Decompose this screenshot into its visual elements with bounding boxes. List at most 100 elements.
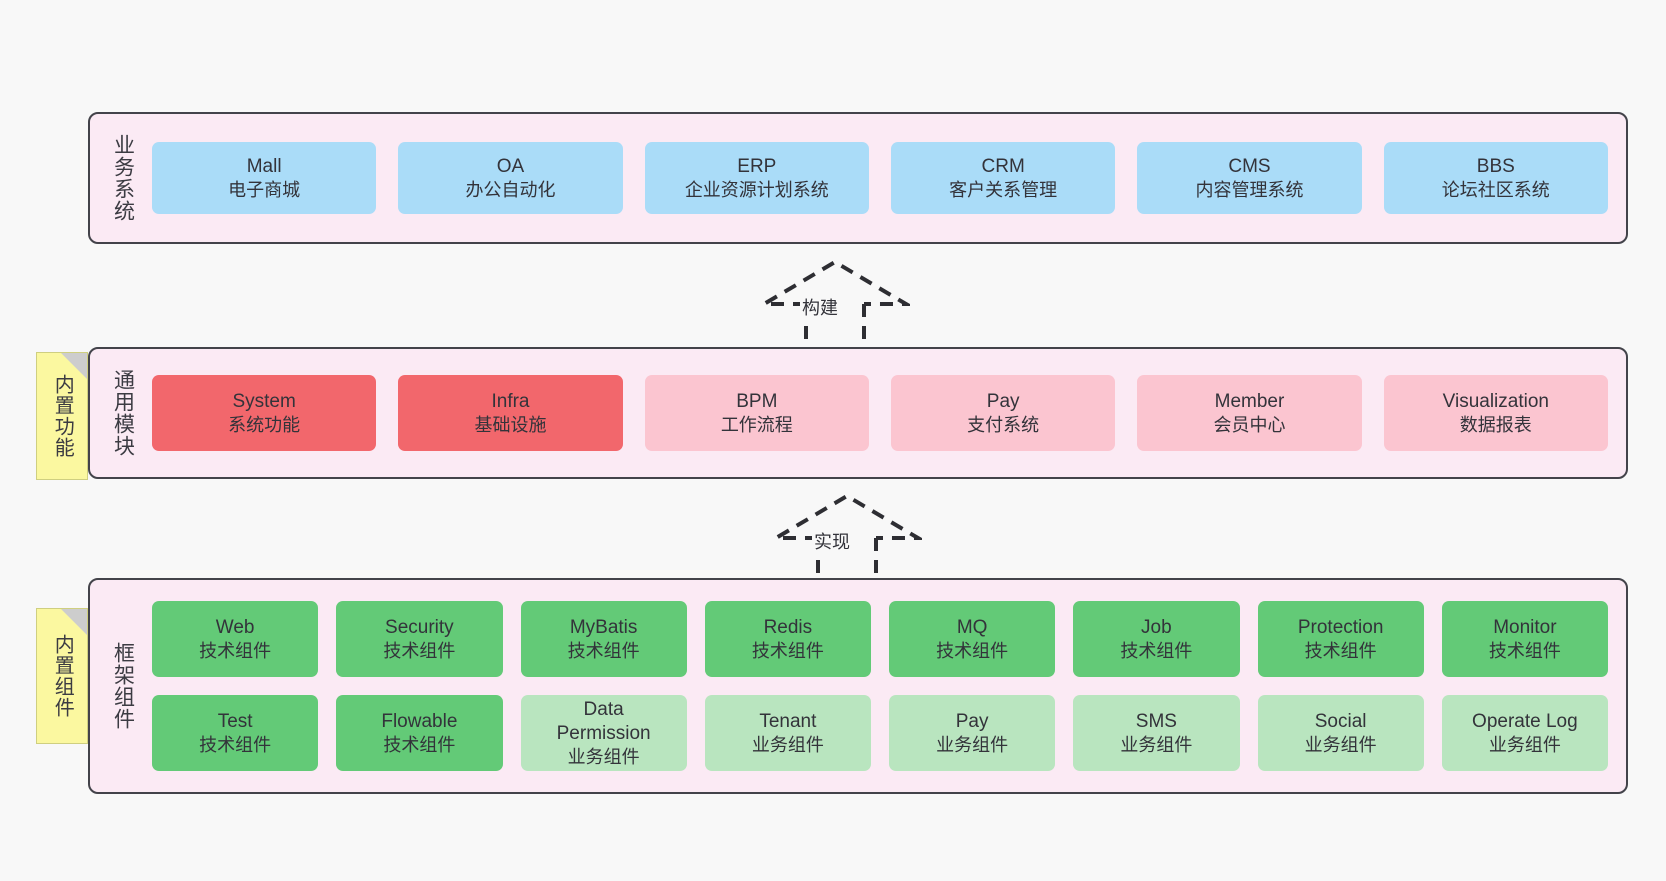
card-title: Job — [1141, 616, 1172, 638]
card-operate-log[interactable]: Operate Log 业务组件 — [1441, 695, 1608, 771]
card-protection[interactable]: Protection 技术组件 — [1257, 601, 1424, 677]
card-title: Protection — [1297, 616, 1384, 638]
card-test[interactable]: Test 技术组件 — [152, 695, 319, 771]
layer-cards-business-systems: Mall 电子商城 OA 办公自动化 ERP 企业资源计划系统 CRM 客户关系… — [144, 114, 1626, 242]
card-subtitle: 论坛社区系统 — [1441, 179, 1550, 200]
card-member[interactable]: Member 会员中心 — [1137, 375, 1362, 451]
card-subtitle: 技术组件 — [383, 640, 456, 661]
card-pay-business[interactable]: Pay 业务组件 — [889, 695, 1056, 771]
card-subtitle: 系统功能 — [228, 414, 301, 435]
connector-implement-label: 实现 — [812, 528, 852, 554]
card-monitor[interactable]: Monitor 技术组件 — [1441, 601, 1608, 677]
card-subtitle: 基础设施 — [474, 414, 547, 435]
card-infra[interactable]: Infra 基础设施 — [398, 375, 623, 451]
card-title: Visualization — [1442, 390, 1549, 412]
card-subtitle: 业务组件 — [1488, 734, 1561, 755]
card-subtitle: 技术组件 — [1304, 640, 1377, 661]
card-subtitle: 技术组件 — [383, 734, 456, 755]
card-subtitle: 业务组件 — [751, 734, 824, 755]
card-title: Pay — [955, 710, 989, 732]
card-bbs[interactable]: BBS 论坛社区系统 — [1383, 142, 1608, 214]
card-title: Pay — [986, 390, 1020, 412]
card-title: SMS — [1135, 710, 1177, 732]
card-row-business: Test 技术组件 Flowable 技术组件 Data Permission … — [152, 695, 1608, 771]
card-subtitle: 支付系统 — [967, 414, 1040, 435]
card-subtitle: 数据报表 — [1459, 414, 1532, 435]
card-title: Web — [215, 616, 255, 638]
card-subtitle: 技术组件 — [751, 640, 824, 661]
card-sms[interactable]: SMS 业务组件 — [1073, 695, 1240, 771]
layer-cards-framework-components: Web 技术组件 Security 技术组件 MyBatis 技术组件 Redi… — [144, 580, 1626, 792]
card-title: Infra — [491, 390, 530, 412]
card-subtitle: 业务组件 — [1304, 734, 1377, 755]
card-title: BPM — [736, 390, 778, 412]
card-subtitle: 技术组件 — [199, 734, 272, 755]
card-title: CMS — [1228, 155, 1271, 177]
card-social[interactable]: Social 业务组件 — [1257, 695, 1424, 771]
card-title: Tenant — [759, 710, 817, 732]
card-title: Member — [1214, 390, 1285, 412]
layer-common-modules: 通用模块 System 系统功能 Infra 基础设施 BPM 工作流程 Pay… — [88, 347, 1628, 479]
card-subtitle: 电子商城 — [228, 179, 301, 200]
card-subtitle: 技术组件 — [1488, 640, 1561, 661]
card-title: System — [232, 390, 296, 412]
card-mall[interactable]: Mall 电子商城 — [152, 142, 377, 214]
sticky-note-label: 内置组件 — [51, 634, 74, 718]
card-subtitle: 客户关系管理 — [949, 179, 1058, 200]
sticky-note-builtin-function: 内置功能 — [36, 352, 88, 480]
card-title: Security — [385, 616, 454, 638]
layer-framework-components: 框架组件 Web 技术组件 Security 技术组件 MyBatis 技术组件… — [88, 578, 1628, 794]
card-subtitle: 技术组件 — [199, 640, 272, 661]
layer-title-common-modules: 通用模块 — [111, 369, 135, 457]
card-security[interactable]: Security 技术组件 — [336, 601, 503, 677]
card-title: Mall — [246, 155, 282, 177]
card-flowable[interactable]: Flowable 技术组件 — [336, 695, 503, 771]
sticky-note-label: 内置功能 — [51, 374, 74, 458]
card-title: Monitor — [1493, 616, 1557, 638]
card-subtitle: 办公自动化 — [465, 179, 556, 200]
card-title: Redis — [763, 616, 813, 638]
card-title: ERP — [737, 155, 777, 177]
card-title: CRM — [981, 155, 1025, 177]
card-subtitle: 业务组件 — [1120, 734, 1193, 755]
connector-implement: 实现 — [772, 492, 922, 582]
sticky-fold-icon — [61, 609, 87, 635]
card-mybatis[interactable]: MyBatis 技术组件 — [520, 601, 687, 677]
card-subtitle: 技术组件 — [567, 640, 640, 661]
card-erp[interactable]: ERP 企业资源计划系统 — [644, 142, 869, 214]
connector-build-label: 构建 — [800, 294, 840, 320]
card-redis[interactable]: Redis 技术组件 — [704, 601, 871, 677]
card-subtitle: 会员中心 — [1213, 414, 1286, 435]
card-row: Mall 电子商城 OA 办公自动化 ERP 企业资源计划系统 CRM 客户关系… — [152, 142, 1608, 214]
card-subtitle: 业务组件 — [567, 746, 640, 767]
card-row: System 系统功能 Infra 基础设施 BPM 工作流程 Pay 支付系统… — [152, 375, 1608, 451]
card-crm[interactable]: CRM 客户关系管理 — [890, 142, 1116, 214]
card-web[interactable]: Web 技术组件 — [152, 601, 319, 677]
card-system[interactable]: System 系统功能 — [152, 375, 377, 451]
card-bpm[interactable]: BPM 工作流程 — [644, 375, 869, 451]
sticky-fold-icon — [61, 353, 87, 379]
card-data-permission[interactable]: Data Permission 业务组件 — [520, 695, 687, 771]
layer-title-framework-components: 框架组件 — [111, 642, 135, 730]
card-pay[interactable]: Pay 支付系统 — [890, 375, 1116, 451]
layer-cards-common-modules: System 系统功能 Infra 基础设施 BPM 工作流程 Pay 支付系统… — [144, 349, 1626, 477]
card-cms[interactable]: CMS 内容管理系统 — [1137, 142, 1362, 214]
card-job[interactable]: Job 技术组件 — [1073, 601, 1240, 677]
card-oa[interactable]: OA 办公自动化 — [398, 142, 623, 214]
card-subtitle: 技术组件 — [1120, 640, 1193, 661]
card-title: Data Permission — [556, 699, 651, 744]
card-mq[interactable]: MQ 技术组件 — [889, 601, 1056, 677]
card-title: Test — [217, 710, 253, 732]
connector-build: 构建 — [760, 258, 910, 348]
card-row-technical: Web 技术组件 Security 技术组件 MyBatis 技术组件 Redi… — [152, 601, 1608, 677]
card-subtitle: 业务组件 — [936, 734, 1009, 755]
card-tenant[interactable]: Tenant 业务组件 — [704, 695, 871, 771]
layer-business-systems: 业务系统 Mall 电子商城 OA 办公自动化 ERP 企业资源计划系统 CRM… — [88, 112, 1628, 244]
card-title: MQ — [956, 616, 988, 638]
sticky-note-builtin-component: 内置组件 — [36, 608, 88, 744]
card-subtitle: 企业资源计划系统 — [684, 179, 829, 200]
card-subtitle: 技术组件 — [936, 640, 1009, 661]
layer-title-business-systems: 业务系统 — [111, 134, 135, 222]
card-visualization[interactable]: Visualization 数据报表 — [1383, 375, 1608, 451]
